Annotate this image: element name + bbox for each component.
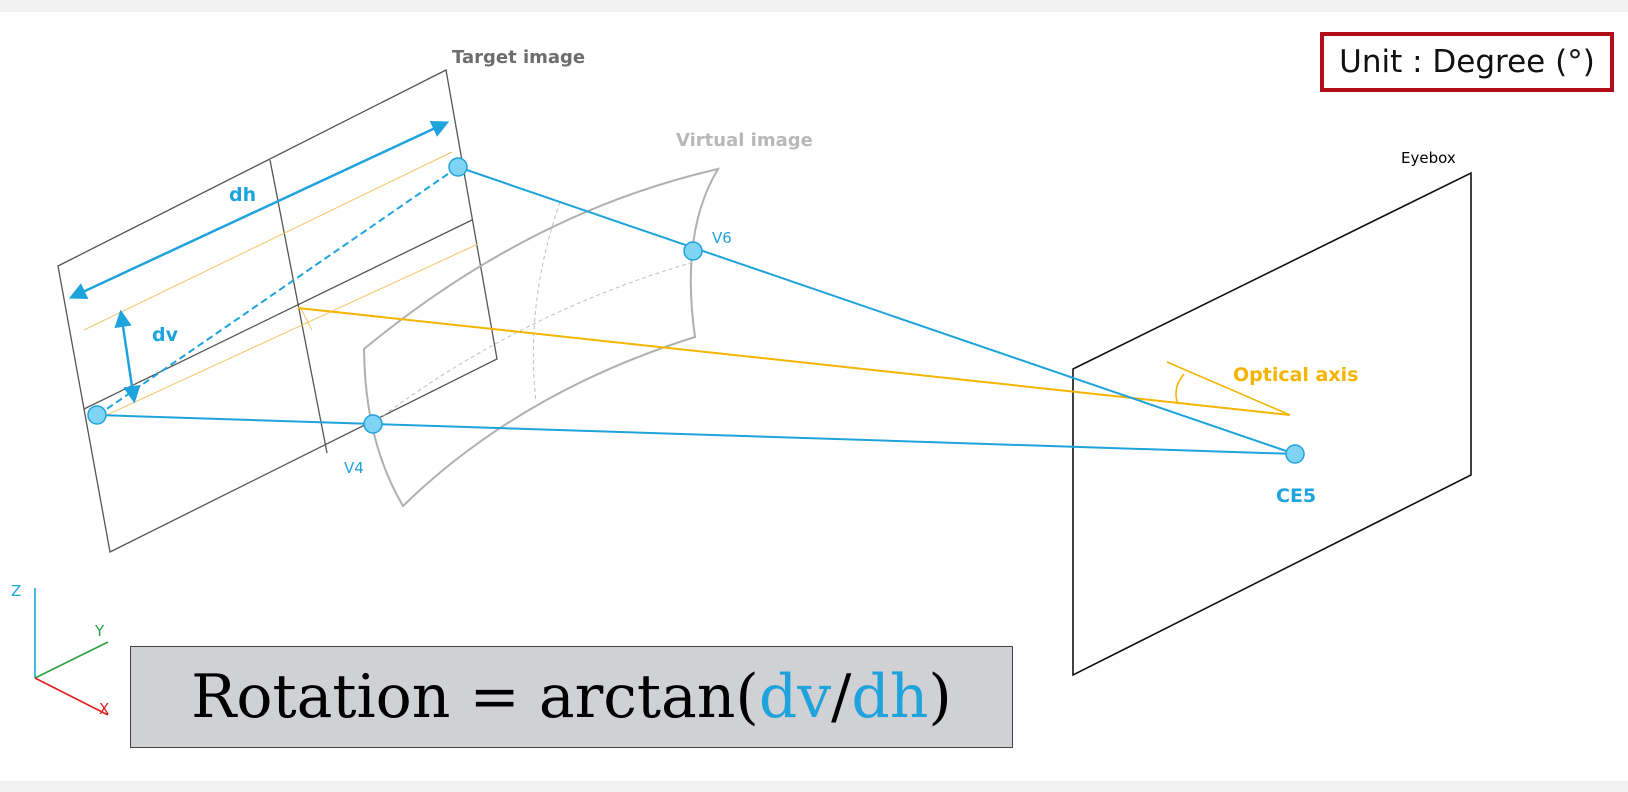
optical-axis-angle-arc <box>1175 373 1185 405</box>
target-image-center-horizontal <box>83 219 473 410</box>
unit-text: Unit : Degree (°) <box>1339 44 1595 80</box>
axis-x-line <box>34 677 109 716</box>
virtual-image-inner-curve-2 <box>371 261 695 425</box>
virtual-image-label: Virtual image <box>676 130 813 151</box>
virtual-image-inner-curve-1 <box>532 201 561 403</box>
target-image-label: Target image <box>452 47 585 68</box>
axis-y-line <box>34 641 109 679</box>
diagram-canvas: Target image Virtual image Eyebox dh dv … <box>0 12 1628 781</box>
optical-axis-angle-line <box>1166 361 1291 416</box>
target-orange-guide-1 <box>83 151 453 331</box>
dh-label: dh <box>229 184 256 206</box>
eyebox-label: Eyebox <box>1401 149 1456 167</box>
optical-axis-label: Optical axis <box>1233 364 1358 386</box>
point-v4 <box>363 414 383 434</box>
dv-arrow <box>114 309 141 404</box>
point-target-lower <box>87 405 107 425</box>
point-ce5 <box>1285 444 1305 464</box>
axis-y-label: Y <box>94 622 105 640</box>
point-v6 <box>683 241 703 261</box>
rotation-diagram: Target image Virtual image Eyebox dh dv … <box>11 47 1472 718</box>
target-image-center-vertical <box>269 159 328 454</box>
sight-line-lower <box>97 414 1296 455</box>
formula-slash: / <box>831 662 852 732</box>
point-target-upper <box>448 157 468 177</box>
diagonal-dashed-line <box>97 166 459 416</box>
axis-z-label: Z <box>11 582 21 600</box>
unit-box: Unit : Degree (°) <box>1320 32 1614 92</box>
target-orange-guide-3 <box>299 306 313 331</box>
v4-label: V4 <box>344 459 364 477</box>
formula-numerator: dv <box>758 662 832 732</box>
ce5-label: CE5 <box>1276 485 1316 507</box>
virtual-image-surface <box>362 167 721 508</box>
formula-prefix: Rotation = arctan( <box>191 662 759 732</box>
dv-label: dv <box>152 324 179 346</box>
formula-box: Rotation = arctan(dv/dh) <box>130 646 1013 748</box>
formula-suffix: ) <box>928 662 952 732</box>
v6-label: V6 <box>712 229 732 247</box>
axis-x-label: X <box>99 700 109 718</box>
formula-denominator: dh <box>851 662 929 732</box>
optical-axis-line <box>297 307 1291 416</box>
sight-line-upper <box>457 166 1296 455</box>
eyebox-plane <box>1072 171 1472 677</box>
dh-arrow <box>68 120 450 300</box>
